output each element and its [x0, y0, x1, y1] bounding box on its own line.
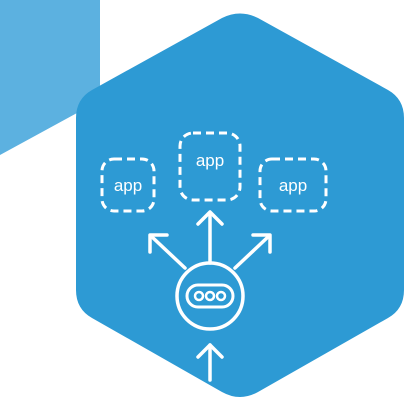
blue-hexagon: [76, 13, 404, 397]
app-box-left: app: [100, 157, 156, 213]
arrow-icon-up-left: [148, 233, 187, 270]
app-label-left: app: [114, 176, 142, 195]
app-label-center: app: [196, 151, 224, 170]
ellipsis-circle-icon: [175, 261, 245, 331]
app-box-center: app: [178, 131, 242, 202]
background-shape: [0, 0, 100, 155]
app-label-right: app: [279, 176, 307, 195]
arrow-icon-up-center: [196, 210, 224, 265]
app-box-right: app: [258, 157, 328, 213]
arrow-icon-up-right: [233, 233, 272, 270]
arrow-icon-incoming: [196, 343, 224, 382]
